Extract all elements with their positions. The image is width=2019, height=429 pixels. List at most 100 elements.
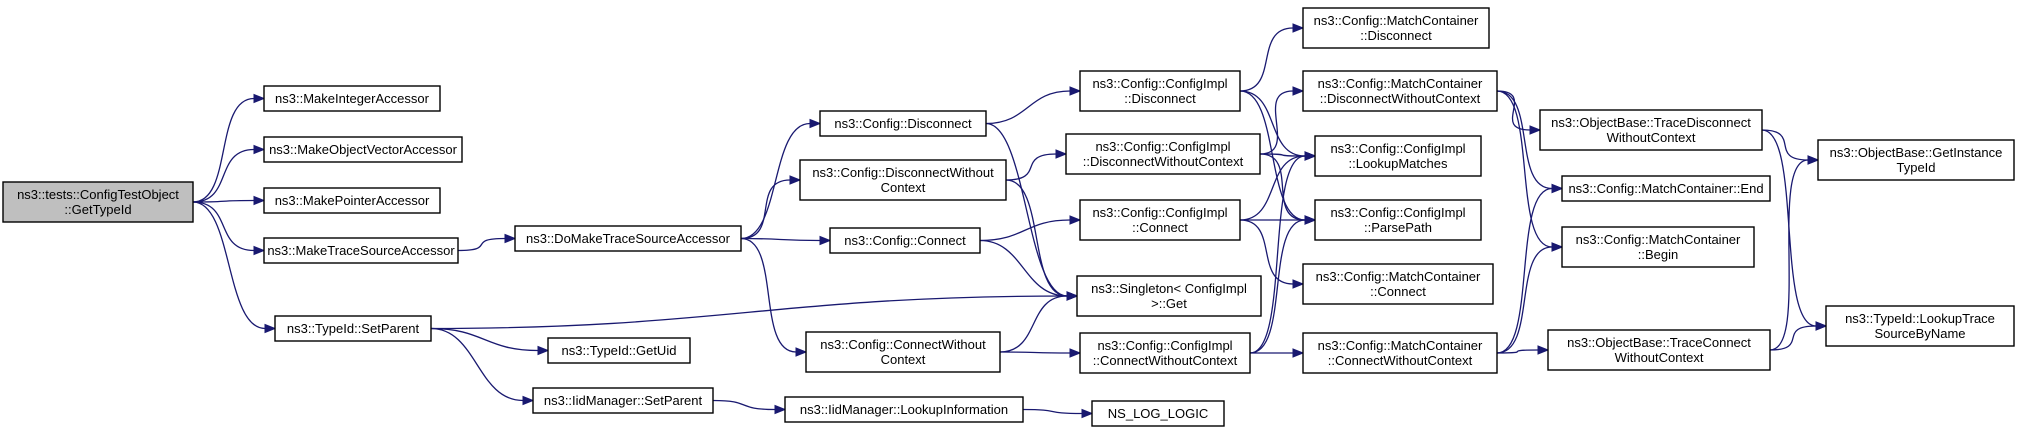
node-label: ns3::Config::ConfigImpl: [1330, 141, 1465, 156]
edge-line: [1005, 153, 1057, 181]
node-tsp[interactable]: ns3::TypeId::SetParent: [274, 315, 432, 342]
edge-arrowhead: [1069, 348, 1082, 358]
node-mce[interactable]: ns3::Config::MatchContainer::End: [1561, 175, 1771, 202]
node-ccwc[interactable]: ns3::Config::ConnectWithoutContext: [805, 331, 1001, 373]
edge-ccwc-to-sget: [999, 291, 1079, 353]
node-obtcwc[interactable]: ns3::ObjectBase::TraceConnectWithoutCont…: [1547, 329, 1771, 371]
edge-line: [1239, 155, 1306, 221]
node-box: [819, 110, 987, 137]
node-mcb[interactable]: ns3::Config::MatchContainer::Begin: [1561, 226, 1755, 268]
node-label: ns3::MakeObjectVectorAccessor: [269, 142, 458, 157]
node-sget[interactable]: ns3::Singleton< ConfigImpl>::Get: [1076, 275, 1262, 317]
node-label: TypeId: [1896, 160, 1935, 175]
edge-line: [1496, 246, 1553, 354]
node-cic[interactable]: ns3::Config::ConfigImpl::Connect: [1079, 199, 1241, 241]
node-iisp[interactable]: ns3::IidManager::SetParent: [532, 387, 714, 414]
node-label: ::Connect: [1132, 220, 1188, 235]
node-cipp[interactable]: ns3::Config::ConfigImpl::ParsePath: [1314, 199, 1482, 241]
node-mpa[interactable]: ns3::MakePointerAccessor: [263, 187, 441, 214]
node-mova[interactable]: ns3::MakeObjectVectorAccessor: [263, 136, 463, 163]
node-box: [1079, 70, 1241, 112]
edge-line: [712, 399, 776, 411]
node-label: ns3::Config::ConfigImpl: [1330, 205, 1465, 220]
edge-line: [1239, 90, 1306, 221]
edge-arrowhead: [253, 245, 266, 256]
edge-arrowhead: [1069, 86, 1082, 96]
edge-root-to-mia: [192, 93, 266, 203]
edge-arrowhead: [1069, 215, 1082, 225]
edge-dmtsa-to-cdwc: [740, 175, 802, 240]
node-box: [805, 331, 1001, 373]
node-label: ::DisconnectWithoutContext: [1083, 154, 1244, 169]
edge-mccwc-to-mcb: [1496, 242, 1564, 354]
node-cilm[interactable]: ns3::Config::ConfigImpl::LookupMatches: [1314, 135, 1482, 177]
node-box: [1825, 305, 2015, 347]
node-mtsa[interactable]: ns3::MakeTraceSourceAccessor: [263, 237, 459, 264]
node-box: [263, 237, 459, 264]
node-box: [263, 187, 441, 214]
node-dmtsa[interactable]: ns3::DoMakeTraceSourceAccessor: [514, 225, 742, 252]
node-ccon[interactable]: ns3::Config::Connect: [829, 227, 981, 254]
node-cdis[interactable]: ns3::Config::Disconnect: [819, 110, 987, 137]
node-label: ::ParsePath: [1364, 220, 1432, 235]
edge-line: [457, 237, 506, 252]
node-label: ns3::IidManager::SetParent: [544, 393, 703, 408]
node-cicwc[interactable]: ns3::Config::ConfigImpl::ConnectWithoutC…: [1079, 332, 1251, 374]
node-iili[interactable]: ns3::IidManager::LookupInformation: [784, 396, 1024, 423]
edge-line: [1496, 349, 1539, 354]
edge-cid-to-mcd: [1239, 23, 1305, 92]
node-label: ::ConnectWithoutContext: [1093, 353, 1238, 368]
edge-cidwc-to-cipp: [1259, 153, 1317, 225]
edge-line: [1022, 408, 1083, 415]
node-label: ::LookupMatches: [1348, 156, 1448, 171]
node-label: ns3::Config::Disconnect: [834, 116, 972, 131]
node-nsll[interactable]: NS_LOG_LOGIC: [1091, 400, 1225, 427]
node-tgu[interactable]: ns3::TypeId::GetUid: [547, 337, 691, 364]
edge-arrowhead: [1304, 151, 1317, 161]
node-label: ns3::Config::Connect: [844, 233, 966, 248]
node-mcc[interactable]: ns3::Config::MatchContainer::Connect: [1302, 263, 1494, 305]
node-obtdwc[interactable]: ns3::ObjectBase::TraceDisconnectWithoutC…: [1539, 109, 1763, 151]
node-cid[interactable]: ns3::Config::ConfigImpl::Disconnect: [1079, 70, 1241, 112]
node-label: ns3::Config::MatchContainer: [1318, 338, 1483, 353]
edge-cicwc-to-mccwc: [1250, 348, 1305, 358]
node-box: [1091, 400, 1225, 427]
edge-arrowhead: [1292, 348, 1305, 358]
edge-cdis-to-cid: [985, 86, 1082, 125]
node-label: ns3::IidManager::LookupInformation: [800, 402, 1008, 417]
edge-root-to-mtsa: [192, 201, 266, 256]
edge-root-to-mova: [192, 144, 266, 203]
edge-arrowhead: [1055, 149, 1068, 159]
edge-line: [1005, 179, 1068, 297]
edge-tsp-to-sget: [430, 291, 1079, 330]
node-box: [1314, 135, 1482, 177]
node-cidwc[interactable]: ns3::Config::ConfigImpl::DisconnectWitho…: [1065, 133, 1261, 175]
node-label: ns3::Config::MatchContainer: [1318, 76, 1483, 91]
node-cdwc[interactable]: ns3::Config::DisconnectWithoutContext: [799, 159, 1007, 201]
node-mccwc[interactable]: ns3::Config::MatchContainer::ConnectWith…: [1302, 332, 1498, 374]
node-label: ns3::Config::MatchContainer: [1576, 232, 1741, 247]
edge-line: [1496, 90, 1553, 248]
node-label: ::DisconnectWithoutContext: [1320, 91, 1481, 106]
node-label: Context: [881, 352, 926, 367]
node-label: ns3::Config::MatchContainer: [1314, 13, 1479, 28]
node-label: ns3::MakeTraceSourceAccessor: [267, 243, 455, 258]
node-mia[interactable]: ns3::MakeIntegerAccessor: [263, 85, 441, 112]
edge-arrowhead: [522, 395, 535, 406]
node-mcd[interactable]: ns3::Config::MatchContainer::Disconnect: [1302, 7, 1490, 49]
node-label: ns3::ObjectBase::TraceDisconnect: [1551, 115, 1751, 130]
edge-line: [192, 201, 255, 252]
edge-line: [740, 122, 811, 240]
node-box: [1817, 139, 2015, 181]
node-box: [263, 136, 463, 163]
node-label: NS_LOG_LOGIC: [1108, 406, 1208, 421]
node-label: ns3::Config::ConnectWithout: [820, 337, 986, 352]
node-box: [1561, 175, 1771, 202]
node-mcdwc[interactable]: ns3::Config::MatchContainer::DisconnectW…: [1302, 70, 1498, 112]
node-label: ::Connect: [1370, 284, 1426, 299]
node-label: ns3::Config::ConfigImpl: [1092, 205, 1227, 220]
node-label: ns3::TypeId::SetParent: [287, 321, 420, 336]
edge-line: [430, 327, 524, 402]
